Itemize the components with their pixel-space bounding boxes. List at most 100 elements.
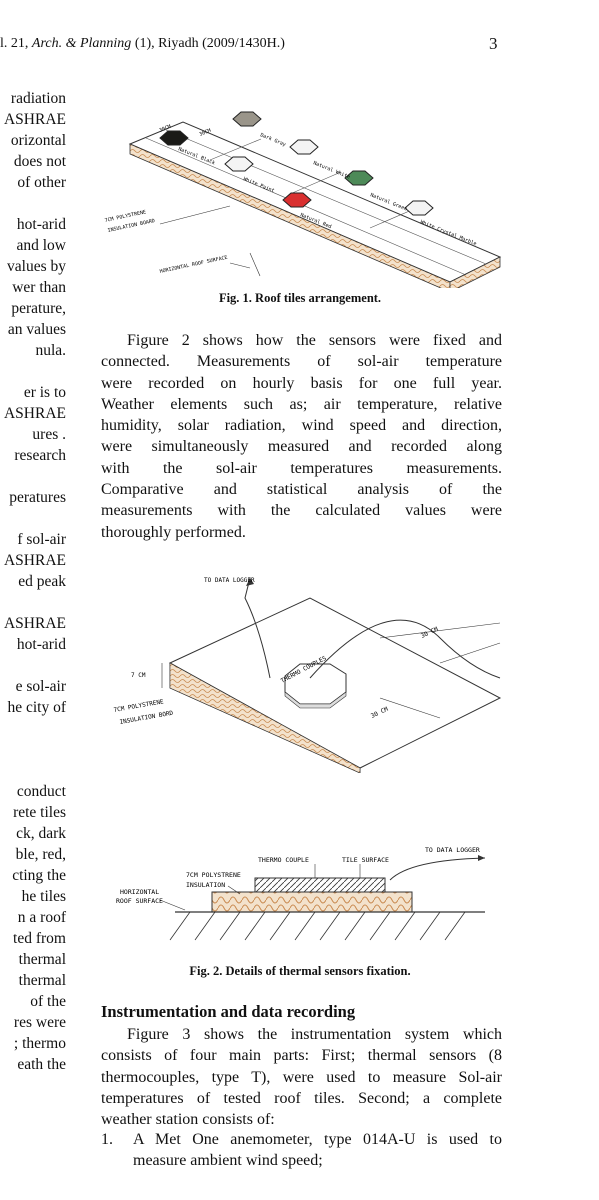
text-line: measure ambient wind speed; [133, 1152, 323, 1170]
page-number: 3 [489, 34, 498, 53]
fig2a-label: 7 CM [131, 672, 146, 679]
fig2b-label: TO DATA LOGGER [425, 846, 480, 854]
text-line: A Met One anemometer, type 014A-U is use… [133, 1131, 502, 1148]
section-paragraph: Figure 3 shows the instrumentation syste… [101, 1024, 502, 1130]
left-fragment-line: does not [13, 153, 66, 170]
text-line: weather station consists of: [101, 1111, 275, 1129]
tile-white-crystal-marble [404, 200, 434, 216]
text-line: Figure 3 shows the instrumentation syste… [127, 1026, 502, 1043]
left-fragment-line: ASHRAE [3, 615, 66, 632]
left-fragment-line: ASHRAE [3, 552, 66, 569]
fig1-label: Natural White [312, 160, 351, 180]
left-fragment-line: rete tiles [13, 804, 66, 821]
left-fragment-line: thermal [18, 972, 66, 989]
text-line: consists of four main parts: First; ther… [101, 1047, 502, 1065]
left-fragment-line [0, 760, 66, 781]
fig2b-label: THERMO COUPLE [258, 856, 309, 864]
left-fragment-line: cting the [12, 867, 66, 884]
fig1-label: HORIZONTAL ROOF SURFACE [159, 255, 228, 275]
left-fragment-line: e sol-air [15, 678, 66, 695]
text-line: connected. Measurements of sol-air tempe… [101, 353, 502, 371]
left-fragment-line: ures . [32, 426, 66, 443]
figure-2-caption: Fig. 2. Details of thermal sensors fixat… [189, 964, 411, 978]
tile-natural-red [282, 192, 312, 208]
figure-1-roof-tiles: 30CM 30CM Dark Gray Natural Black Natura… [104, 111, 502, 288]
left-fragment-line: ASHRAE [3, 405, 66, 422]
text-line: were recorded on hourly basis for one fu… [101, 374, 502, 392]
figure-2-isometric-sensor: TO DATA LOGGER 30 CM 7 CM THERMO COUPLES… [113, 577, 502, 773]
left-fragment-line [0, 592, 66, 613]
text-line: Comparative and statistical analysis of … [101, 481, 502, 499]
left-fragment-line: perature, [11, 300, 66, 317]
left-fragment-line: research [14, 447, 66, 464]
left-fragment-line: ck, dark [16, 825, 66, 842]
left-fragment-line: he tiles [21, 888, 66, 905]
tile-natural-green [344, 170, 374, 186]
left-fragment-line: ble, red, [15, 846, 66, 863]
tile-white-paint [224, 156, 254, 172]
list-item-number: 1. [101, 1131, 113, 1148]
text-line: measurements with the calculated values … [101, 502, 502, 520]
fig2b-label: INSULATION [186, 881, 225, 889]
tile-natural-white [289, 139, 319, 155]
left-fragment-line [0, 655, 66, 676]
text-line: humidity, solar radiation, wind speed an… [101, 417, 502, 435]
section-heading: Instrumentation and data recording [101, 1002, 356, 1021]
running-header: l. 21, Arch. & Planning (1), Riyadh (200… [0, 36, 285, 51]
left-fragment-line: radiation [10, 90, 66, 107]
left-fragment-line: wer than [12, 279, 66, 296]
text-line: thoroughly performed. [101, 523, 246, 541]
text-line: Figure 2 shows how the sensors were fixe… [127, 332, 502, 349]
left-fragment-line [0, 739, 66, 760]
left-fragment-line: of the [30, 993, 66, 1010]
left-fragment-line: an values [7, 321, 66, 338]
text-line: thermocouples, type T), were used to mea… [101, 1068, 502, 1086]
left-fragment-line: ed peak [18, 573, 66, 590]
left-fragment-line: values by [7, 258, 66, 275]
left-fragment-line: res were [13, 1014, 66, 1031]
left-fragment-line: n a roof [17, 909, 66, 926]
fig2a-label: TO DATA LOGGER [204, 577, 255, 584]
figure-2-section-detail: TO DATA LOGGER THERMO COUPLE TILE SURFAC… [116, 846, 486, 941]
text-line: temperatures of tested roof tiles. Secon… [101, 1089, 502, 1107]
text-line: were simultaneously measured and recorde… [101, 438, 502, 456]
left-fragment-line: he city of [7, 699, 66, 716]
left-fragment-line: eath the [17, 1056, 66, 1073]
left-fragment-line: ; thermo [13, 1035, 66, 1052]
left-fragment-line: hot-arid [16, 636, 66, 653]
left-fragment-line: peratures [9, 489, 66, 506]
fig2b-label: TILE SURFACE [342, 856, 389, 864]
left-fragment-line [0, 361, 66, 382]
left-fragment-line [0, 718, 66, 739]
left-fragment-line: and low [16, 237, 66, 254]
fig1-label: 30CM [199, 128, 212, 138]
left-fragment-line: hot-arid [16, 216, 66, 233]
left-fragment-line: nula. [35, 342, 66, 359]
left-fragment-line [0, 193, 66, 214]
text-line: Weather elements such as; air temperatur… [101, 395, 502, 413]
fig2b-label: HORIZONTAL [120, 888, 159, 896]
left-fragment-line: conduct [16, 783, 66, 800]
fig1-label: Dark Gray [259, 132, 286, 148]
left-fragment-line: orizontal [10, 132, 66, 149]
left-fragment-line [0, 508, 66, 529]
figure-1-caption: Fig. 1. Roof tiles arrangement. [218, 291, 382, 305]
fig2b-label: ROOF SURFACE [116, 897, 163, 905]
left-fragment-line [0, 466, 66, 487]
fig1-label: 30CM [159, 124, 172, 134]
left-fragment-line: f sol-air [17, 531, 66, 548]
list-item-text: A Met One anemometer, type 014A-U is use… [133, 1129, 502, 1172]
tile-natural-black [159, 130, 189, 146]
text-line: with the sol-air temperatures measuremen… [101, 459, 502, 477]
fig2a-label: INSULATION BORD [119, 710, 174, 726]
tile-dark-gray [232, 111, 262, 127]
left-fragment-line: ASHRAE [3, 111, 66, 128]
fig2a-label: 30 CM [420, 626, 440, 640]
left-fragment-line: er is to [23, 384, 66, 401]
paragraph-figure-2-description: Figure 2 shows how the sensors were fixe… [101, 330, 502, 543]
left-fragment-line: of other [17, 174, 66, 191]
fig2b-label: 7CM POLYSTRENE [186, 871, 241, 879]
left-fragment-line: thermal [18, 951, 66, 968]
left-fragment-line: ted from [13, 930, 66, 947]
